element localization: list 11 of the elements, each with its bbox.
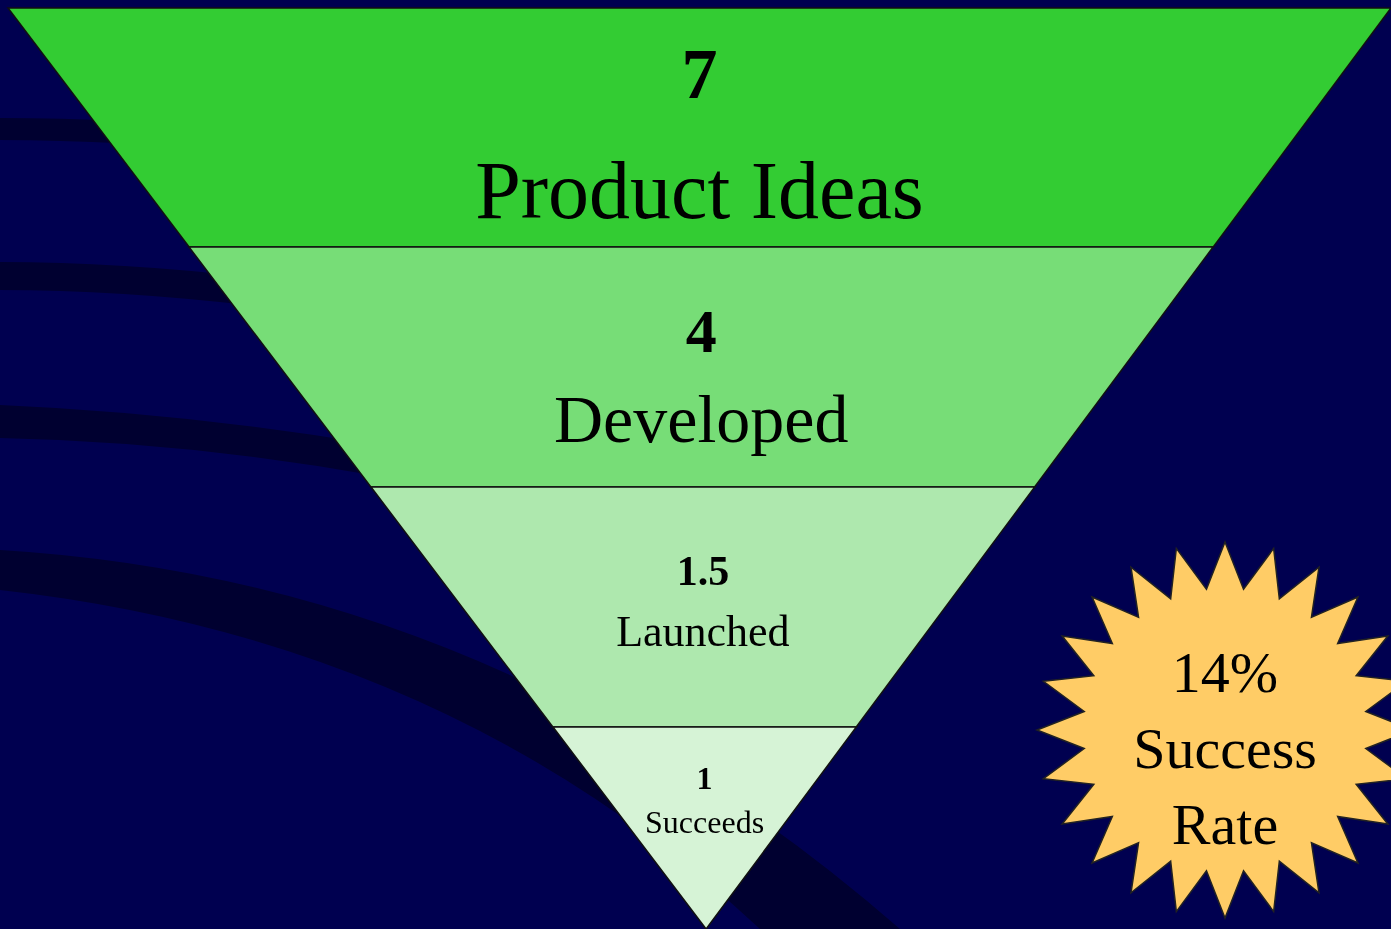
stage-label: Product Ideas <box>474 150 925 232</box>
count-number: 1 <box>695 762 714 794</box>
count-number: 4 <box>684 300 718 362</box>
funnel-band <box>189 247 1214 487</box>
funnel-band <box>8 8 1391 247</box>
count-number: 7 <box>680 38 719 110</box>
stage-label: Succeeds <box>644 806 766 838</box>
count-number: 1.5 <box>675 550 731 592</box>
callout-text: 14% Success Rate <box>1132 639 1318 859</box>
stage-label: Launched <box>615 610 791 654</box>
funnel-band <box>371 487 1035 727</box>
